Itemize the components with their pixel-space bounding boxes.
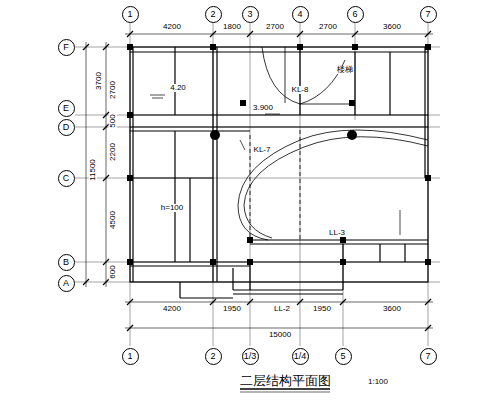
- axis-number: 1/3: [244, 352, 257, 361]
- axis-number: 1: [127, 352, 132, 361]
- dimension-text: 500: [109, 113, 117, 128]
- dimension-text: 4200: [162, 305, 182, 313]
- dimension-text: 1950: [312, 305, 332, 313]
- dimension-text: 2700: [318, 23, 338, 31]
- axis-number: F: [63, 43, 69, 52]
- axis-number: 6: [352, 10, 357, 19]
- annotation-label: KL-8: [291, 86, 310, 94]
- dimension-text: 2200: [109, 142, 117, 162]
- grid-axis-bubble: 7: [420, 6, 437, 23]
- dimension-text: 600: [109, 264, 117, 279]
- axis-number: B: [63, 258, 69, 267]
- annotation-label: LL-3: [328, 229, 346, 237]
- grid-axis-bubble: 1: [122, 6, 139, 23]
- axis-number: 7: [425, 352, 430, 361]
- dimension-text: 2700: [265, 23, 285, 31]
- annotation-label: 4.20: [169, 84, 187, 92]
- grid-axis-bubble: 6: [347, 6, 364, 23]
- annotation-label: 1:100: [367, 378, 389, 386]
- annotation-label: h=100: [160, 204, 184, 212]
- dimension-text: 15000: [268, 331, 292, 339]
- axis-number: 2: [210, 10, 215, 19]
- drawing-title: 二层结构平面图: [240, 374, 331, 387]
- axis-number: 1/4: [294, 352, 307, 361]
- grid-axis-bubble: 7: [420, 348, 437, 365]
- dimension-text: 3600: [382, 23, 402, 31]
- annotation-label: 楼梯: [336, 66, 354, 74]
- grid-axis-bubble: A: [58, 275, 75, 292]
- grid-axis-bubble: F: [58, 39, 75, 56]
- axis-number: 4: [297, 10, 302, 19]
- annotation-label: KL-7: [253, 146, 272, 154]
- grid-axis-bubble: C: [58, 170, 75, 187]
- grid-axis-bubble: 3: [242, 6, 259, 23]
- grid-axis-bubble: 2: [205, 348, 222, 365]
- grid-axis-bubble: 1/3: [242, 348, 259, 365]
- axis-number: 2: [210, 352, 215, 361]
- annotation-label: 3.900: [252, 104, 274, 112]
- dimension-text: 3700: [95, 71, 103, 91]
- grid-axis-bubble: 4: [292, 6, 309, 23]
- dimension-text: 4500: [109, 210, 117, 230]
- axis-number: 3: [247, 10, 252, 19]
- axis-number: D: [63, 123, 70, 132]
- axis-number: 1: [127, 10, 132, 19]
- grid-axis-bubble: 2: [205, 6, 222, 23]
- dimension-text: 1950: [222, 305, 242, 313]
- axis-number: 7: [425, 10, 430, 19]
- annotation-label: LL-2: [273, 305, 291, 313]
- dimension-text: 11500: [89, 158, 97, 182]
- dimension-text: 2700: [109, 80, 117, 100]
- axis-number: C: [63, 174, 70, 183]
- axis-number: A: [63, 279, 69, 288]
- grid-axis-bubble: 5: [335, 348, 352, 365]
- dimension-text: 1800: [222, 23, 242, 31]
- grid-axis-bubble: B: [58, 254, 75, 271]
- grid-axis-bubble: E: [58, 100, 75, 117]
- grid-axis-bubble: D: [58, 119, 75, 136]
- dimension-text: 3600: [382, 305, 402, 313]
- dimension-text: 4200: [162, 23, 182, 31]
- axis-number: 5: [340, 352, 345, 361]
- axis-number: E: [63, 104, 69, 113]
- grid-axis-bubble: 1/4: [292, 348, 309, 365]
- grid-axis-bubble: 1: [122, 348, 139, 365]
